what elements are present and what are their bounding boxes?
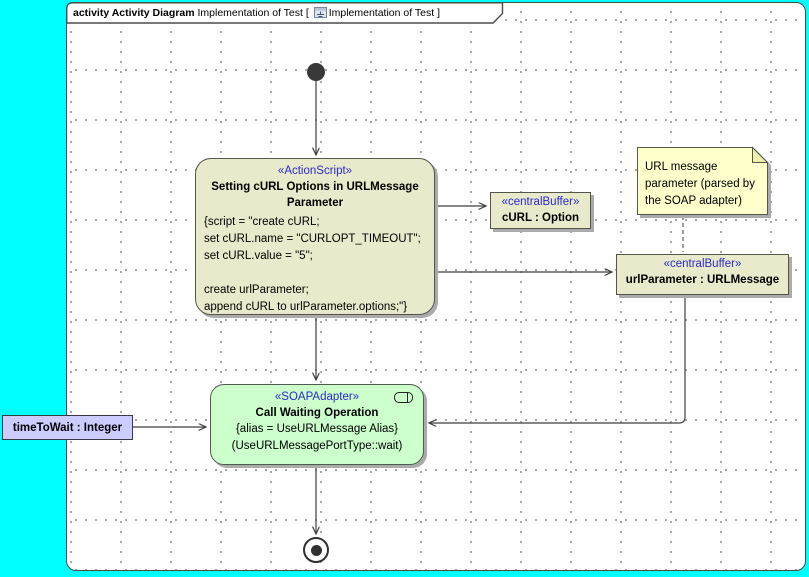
urlparameter-buffer-name: urlParameter : URLMessage bbox=[625, 274, 780, 286]
note-fold-corner bbox=[752, 146, 769, 163]
note-shape[interactable] bbox=[637, 146, 769, 215]
soap-action-name: Call Waiting Operation bbox=[255, 407, 379, 419]
initial-node[interactable] bbox=[307, 63, 325, 81]
edge-urlparameter-to-soap-action[interactable] bbox=[429, 296, 686, 423]
frame-title-name: Implementation of Test [ bbox=[194, 7, 312, 19]
urlparameter-buffer-stereotype: «centralBuffer» bbox=[663, 258, 742, 270]
actionscript-name: Setting cURL Options in URLMessage Param… bbox=[211, 181, 419, 209]
actionscript-action[interactable]: «ActionScript» Setting cURL Options in U… bbox=[195, 158, 435, 315]
object-node-timetowait[interactable]: timeToWait : Integer bbox=[2, 415, 133, 440]
soap-alias-line: {alias = UseURLMessage Alias} bbox=[235, 423, 399, 435]
frame-title-tab[interactable] bbox=[66, 2, 504, 24]
frame-title: activity Activity Diagram Implementation… bbox=[73, 6, 440, 20]
central-buffer-curl[interactable]: «centralBuffer» cURL : Option bbox=[490, 192, 591, 229]
activity-diagram-icon bbox=[313, 7, 327, 18]
soap-adapter-action[interactable]: «SOAPAdapter» Call Waiting Operation {al… bbox=[210, 384, 424, 465]
curl-buffer-name: cURL : Option bbox=[501, 212, 580, 224]
central-buffer-urlparameter[interactable]: «centralBuffer» urlParameter : URLMessag… bbox=[616, 254, 789, 295]
frame-title-ref: Implementation of Test ] bbox=[328, 7, 440, 19]
curl-buffer-stereotype: «centralBuffer» bbox=[501, 196, 580, 208]
soap-porttype-line: (UseURLMessagePortType::wait) bbox=[231, 440, 403, 452]
final-node-dot bbox=[310, 544, 322, 556]
call-behavior-icon bbox=[394, 392, 413, 403]
frame-title-kind: activity Activity Diagram bbox=[73, 7, 195, 19]
actionscript-script-body: {script = "create cURL; set cURL.name = … bbox=[204, 216, 421, 313]
actionscript-stereotype: «ActionScript» bbox=[277, 165, 353, 177]
timetowait-label: timeToWait : Integer bbox=[12, 421, 123, 434]
note-text: URL message parameter (parsed by the SOA… bbox=[645, 161, 755, 207]
activity-final-node[interactable] bbox=[303, 537, 329, 563]
soap-stereotype: «SOAPAdapter» bbox=[274, 391, 360, 403]
